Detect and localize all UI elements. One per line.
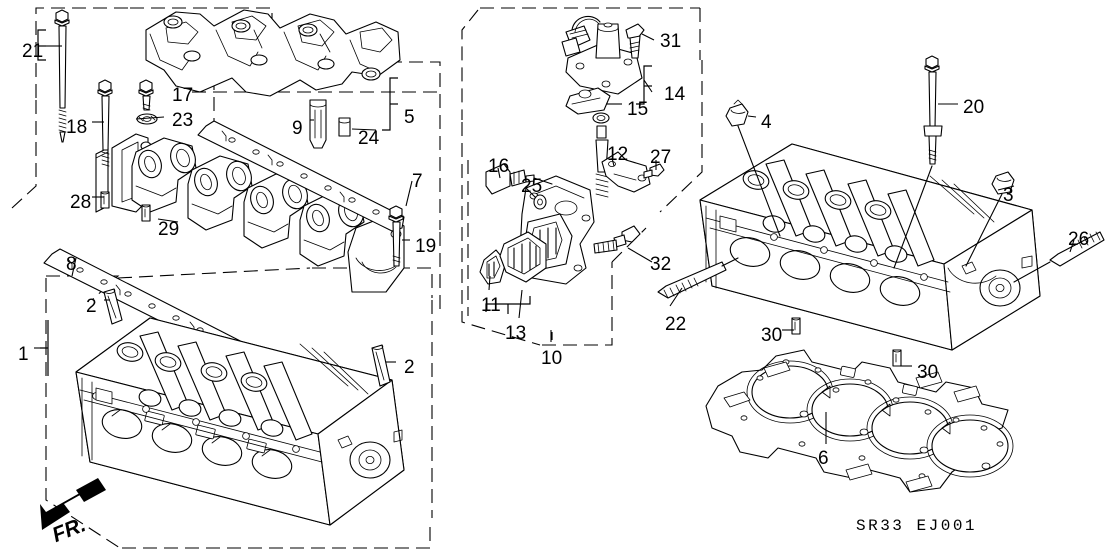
- filter-clip-15: [565, 87, 611, 115]
- callout-dowel-pin-head: 2: [86, 296, 97, 317]
- callout-vtec-solenoid-assembly: 14: [664, 84, 686, 105]
- dowel-24: [338, 117, 351, 137]
- bolt-19: [388, 205, 404, 267]
- washer-25: [533, 194, 547, 210]
- callout-oil-jet-plug: 3: [1003, 185, 1014, 206]
- dowel-30-b: [892, 349, 902, 367]
- bolt-31: [625, 23, 645, 59]
- callout-solenoid-filter-clip: 15: [627, 99, 649, 120]
- bolt-32: [593, 225, 641, 254]
- cylinder-head-1: [75, 288, 405, 526]
- callout-rocker-shaft-bolt: 18: [66, 117, 88, 138]
- callout-solenoid-mount-bolt: 31: [660, 31, 682, 52]
- callout-flange-bolt: 17: [172, 85, 194, 106]
- head-cover-gasket-7: [197, 120, 405, 232]
- dowel-9: [309, 99, 327, 149]
- oil-pressure-switch-16: [485, 163, 553, 195]
- dowel-30-a: [791, 317, 801, 335]
- callout-dowel-pin-head: 2: [404, 357, 415, 378]
- fr-direction-arrow: [40, 478, 106, 530]
- callout-cylinder-head-assembly: 1: [18, 344, 29, 365]
- callout-sealing-washer: 23: [172, 110, 194, 131]
- callout-flange-bolt-long: 32: [650, 254, 672, 275]
- callout-dowel-pin-rocker-shaft: 29: [158, 219, 180, 240]
- orifice-4: [725, 99, 781, 237]
- dowel-2-left: [103, 288, 123, 325]
- callout-camshaft-holder-bolt: 19: [415, 236, 437, 257]
- stud-26: [1013, 231, 1105, 283]
- callout-head-cover-gasket-lower: 8: [66, 254, 77, 275]
- bolt-27: [643, 163, 665, 179]
- gasket-11: [479, 249, 507, 285]
- gasket-13: [499, 231, 547, 283]
- bolt-18: [97, 79, 113, 167]
- callout-dowel-pin-rocker-arm: 28: [70, 192, 92, 213]
- callout-dowel-pin-camshaft-holder: 9: [292, 118, 303, 139]
- callout-sealing-washer-switch: 25: [521, 176, 543, 197]
- callout-oil-control-orifice: 4: [761, 112, 772, 133]
- camshaft-holder-part-5: [145, 9, 401, 97]
- callout-vtec-spool-valve-gasket-set: 13: [505, 323, 527, 344]
- callout-dowel-pin-block: 30: [761, 325, 783, 346]
- callout-vtec-spool-valve-assembly: 10: [541, 348, 563, 369]
- head-gasket-6: [705, 349, 1014, 493]
- stud-22: [657, 257, 739, 299]
- plug-3: [965, 171, 1015, 267]
- callout-vtec-filter-gasket: 11: [481, 295, 501, 316]
- callout-cylinder-head-stud: 22: [665, 314, 687, 335]
- callout-cylinder-head-bolt: 20: [963, 97, 985, 118]
- callout-camshaft-holder-assembly: 5: [404, 107, 415, 128]
- diagram-id-code: SR33 EJ001: [856, 517, 978, 535]
- dowel-2-right: [371, 344, 391, 387]
- callout-dowel-pin-block: 30: [917, 362, 939, 383]
- callout-flange-bolt-small: 27: [650, 147, 672, 168]
- callout-oil-pressure-switch: 16: [488, 156, 510, 177]
- cylinder-head-right: [699, 143, 1041, 351]
- bolt-17: [138, 79, 154, 111]
- callout-cylinder-head-cover-gasket-upper: 7: [412, 171, 423, 192]
- callout-vtec-valve-bracket: 12: [607, 144, 629, 165]
- callout-dowel-pin-small: 24: [358, 128, 380, 149]
- dowel-28: [100, 191, 110, 209]
- vtec-spool-valve-10: [479, 112, 665, 285]
- callout-cylinder-head-gasket: 6: [818, 448, 829, 469]
- callout-cylinder-head-bolt-long: 21: [22, 41, 44, 62]
- dowel-29: [141, 204, 151, 222]
- vtec-solenoid-14: [561, 15, 645, 115]
- callout-cylinder-head-stud-right: 26: [1068, 229, 1090, 250]
- bracket-12: [601, 151, 651, 193]
- bolt-20: [893, 55, 943, 269]
